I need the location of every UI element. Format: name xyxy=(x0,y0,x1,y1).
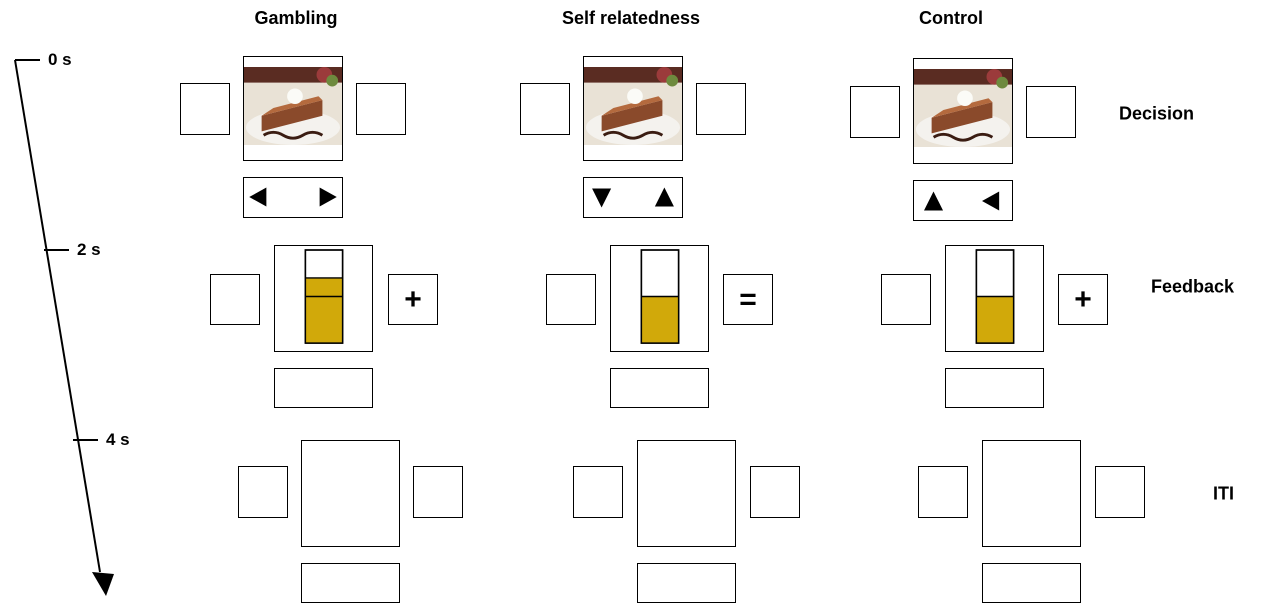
iti-right-box xyxy=(750,466,800,518)
feedback-bottom-box xyxy=(945,368,1044,408)
decision-left-box xyxy=(850,86,900,138)
gauge-fill-bar xyxy=(305,277,343,344)
feedback-left-box xyxy=(546,274,596,325)
decision-right-box xyxy=(1026,86,1076,138)
feedback-bottom-box xyxy=(610,368,709,408)
decision-stimulus-frame xyxy=(913,58,1013,164)
feedback-gauge-frame xyxy=(945,245,1044,352)
decision-right-box xyxy=(356,83,406,135)
row-label-iti: ITI xyxy=(1213,483,1234,504)
column-title-control: Control xyxy=(919,8,983,28)
iti-center-box xyxy=(982,440,1081,547)
column-title-gambling: Gambling xyxy=(254,8,338,28)
row-label-decision: Decision xyxy=(1119,103,1195,124)
response-arrow-box xyxy=(913,180,1013,221)
down-arrow-icon xyxy=(592,188,612,208)
feedback-left-box xyxy=(881,274,931,325)
cake-photo-icon xyxy=(914,69,1012,147)
decision-left-box xyxy=(180,83,230,135)
iti-center-box xyxy=(301,440,400,547)
feedback-sign-plus: + xyxy=(1074,282,1092,316)
time-arrow-head xyxy=(92,572,114,596)
iti-bottom-box xyxy=(301,563,400,603)
timeline-axis xyxy=(14,59,114,596)
left-arrow-icon xyxy=(982,191,1000,211)
iti-left-box xyxy=(238,466,288,518)
time-label-2s: 2 s xyxy=(77,240,101,259)
cake-photo-icon xyxy=(584,67,682,145)
decision-right-box xyxy=(696,83,746,135)
right-arrow-icon xyxy=(319,187,337,207)
feedback-left-box xyxy=(210,274,260,325)
time-label-4s: 4 s xyxy=(106,430,130,449)
feedback-sign-plus: + xyxy=(404,282,422,316)
feedback-bottom-box xyxy=(274,368,373,408)
gauge-fill-bar xyxy=(976,296,1014,344)
feedback-sign-box: = xyxy=(723,274,773,325)
iti-bottom-box xyxy=(982,563,1081,603)
feedback-sign-equals: = xyxy=(739,282,757,316)
iti-left-box xyxy=(573,466,623,518)
decision-stimulus-frame xyxy=(583,56,683,161)
feedback-gauge-frame xyxy=(610,245,709,352)
iti-bottom-box xyxy=(637,563,736,603)
up-arrow-icon xyxy=(654,187,674,207)
decision-stimulus-frame xyxy=(243,56,343,161)
iti-center-box xyxy=(637,440,736,547)
up-arrow-icon xyxy=(924,191,944,211)
decision-left-box xyxy=(520,83,570,135)
left-arrow-icon xyxy=(249,187,267,207)
iti-right-box xyxy=(1095,466,1145,518)
feedback-sign-box: + xyxy=(1058,274,1108,325)
feedback-gauge-frame xyxy=(274,245,373,352)
iti-right-box xyxy=(413,466,463,518)
response-arrow-box xyxy=(583,177,683,218)
time-arrow-line xyxy=(14,59,101,573)
iti-left-box xyxy=(918,466,968,518)
time-label-0s: 0 s xyxy=(48,50,72,69)
row-label-feedback: Feedback xyxy=(1151,276,1235,297)
cake-photo-icon xyxy=(244,67,342,145)
column-title-self-relatedness: Self relatedness xyxy=(561,8,701,28)
feedback-sign-box: + xyxy=(388,274,438,325)
response-arrow-box xyxy=(243,177,343,218)
gauge-fill-bar xyxy=(641,296,679,344)
